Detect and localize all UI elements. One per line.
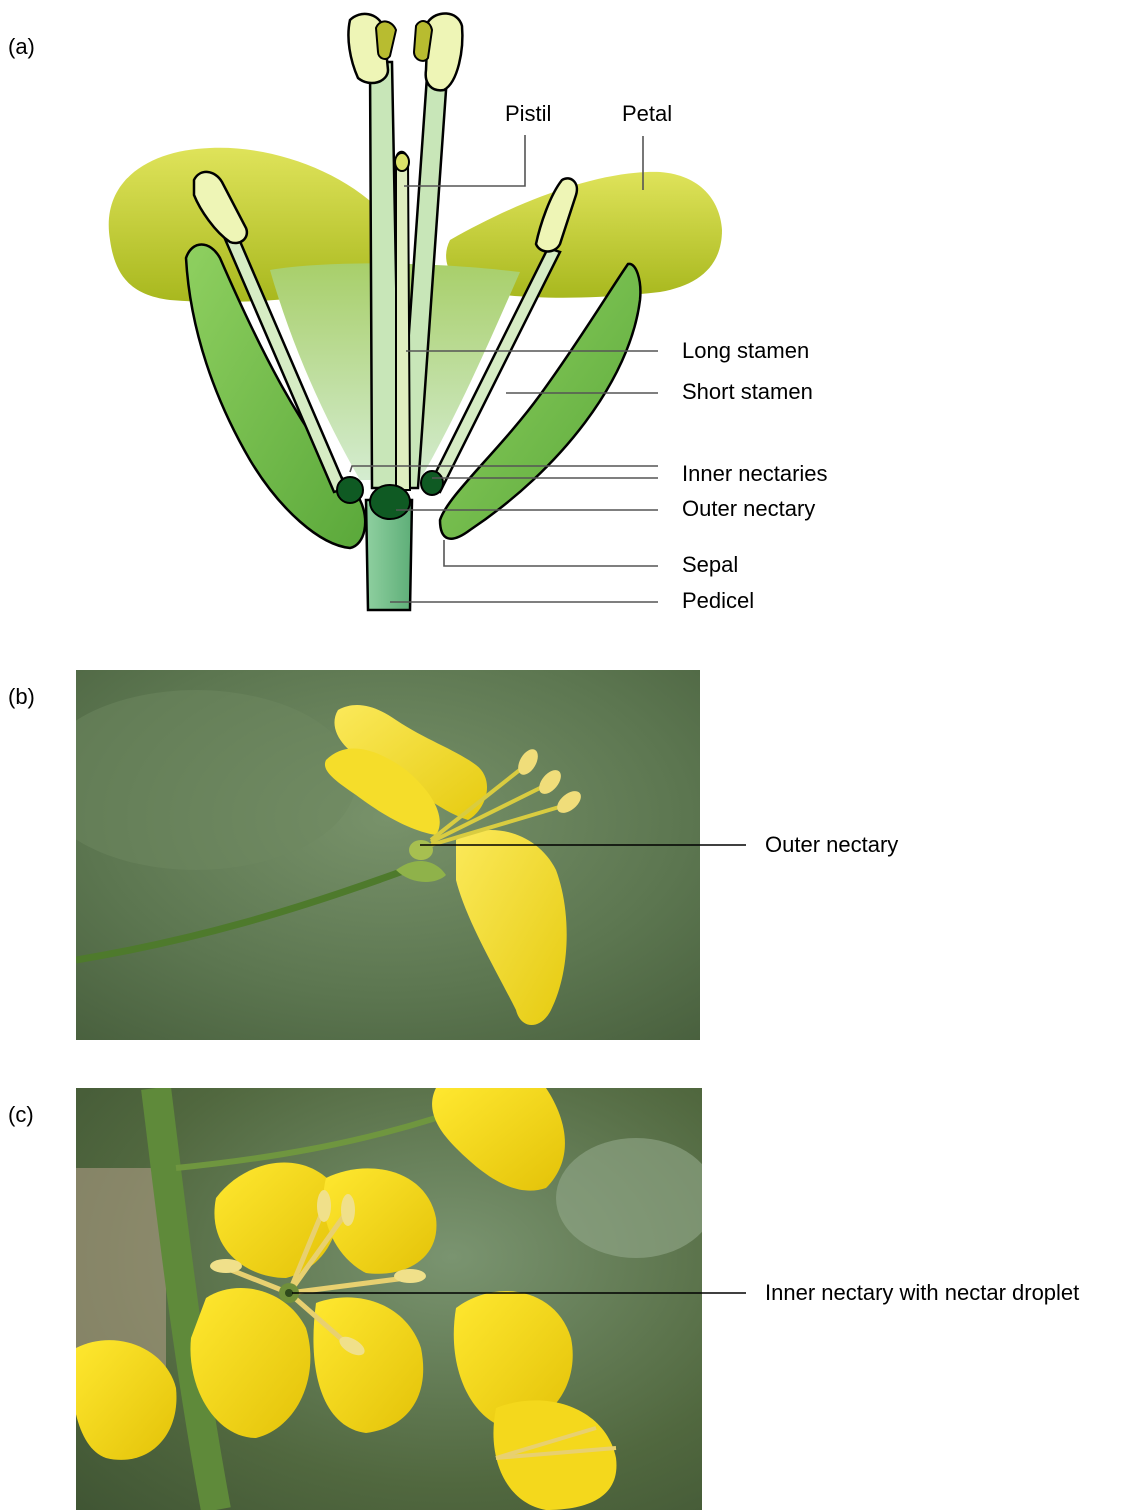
flower-diagram bbox=[0, 0, 1128, 640]
outer-nectary bbox=[370, 485, 410, 519]
panel-label-c: (c) bbox=[8, 1102, 34, 1128]
photo-flower-top-view bbox=[76, 1088, 702, 1510]
label-short-stamen: Short stamen bbox=[682, 379, 813, 405]
label-outer-nectary: Outer nectary bbox=[682, 496, 815, 522]
label-long-stamen: Long stamen bbox=[682, 338, 809, 364]
photo-flower-side-view bbox=[76, 670, 700, 1040]
label-inner-nectaries: Inner nectaries bbox=[682, 461, 828, 487]
inner-nectary-right bbox=[421, 471, 443, 495]
label-sepal: Sepal bbox=[682, 552, 738, 578]
pistil-stigma bbox=[395, 153, 409, 171]
label-inner-nectary-photo: Inner nectary with nectar droplet bbox=[765, 1280, 1079, 1306]
label-outer-nectary-photo: Outer nectary bbox=[765, 832, 898, 858]
label-pedicel: Pedicel bbox=[682, 588, 754, 614]
label-petal: Petal bbox=[622, 101, 672, 127]
pistil bbox=[396, 152, 410, 490]
inner-nectary-left bbox=[337, 477, 363, 503]
label-pistil: Pistil bbox=[505, 101, 551, 127]
anther-lobe-right bbox=[414, 21, 432, 61]
anther-lobe-left bbox=[376, 21, 396, 59]
panel-label-b: (b) bbox=[8, 684, 35, 710]
leader-sepal bbox=[444, 540, 658, 566]
